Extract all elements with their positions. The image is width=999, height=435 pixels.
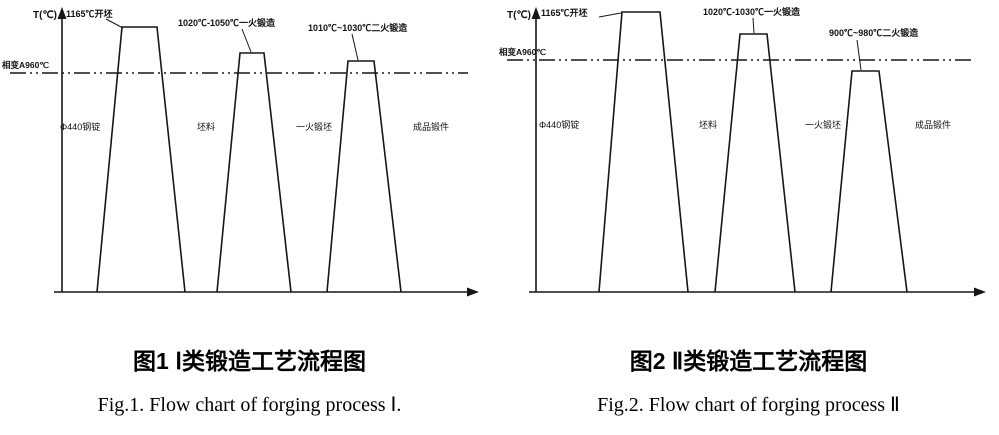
captions-zh-row: 图1 Ⅰ类锻造工艺流程图 图2 Ⅱ类锻造工艺流程图: [0, 342, 999, 376]
fig1-caption-zh: 图1 Ⅰ类锻造工艺流程图: [133, 348, 366, 374]
fig1-y-axis-arrow-icon: [57, 7, 67, 19]
fig1-stage-label-4: 成品锻件: [413, 121, 449, 132]
fig2-heating-cycle-2: [714, 33, 796, 293]
fig1-peak-annotation-3: 1010℃~1030℃二火锻造: [308, 22, 408, 33]
fig2-stage-label-1: Φ440钢锭: [539, 119, 579, 130]
figures-row: T(℃) 相变A960℃ 1165℃开坯 1020℃-1050℃一火锻造 101…: [0, 0, 998, 308]
fig1-peak-annotation-2: 1020℃-1050℃一火锻造: [178, 17, 276, 28]
fig2-stage-label-2: 坯料: [699, 119, 717, 130]
captions-en-row: Fig.1. Flow chart of forging process Ⅰ. …: [0, 392, 999, 417]
fig1-x-axis-arrow-icon: [467, 287, 479, 297]
fig2-peak-annotation-2: 1020℃-1030℃一火锻造: [703, 6, 801, 17]
fig2-x-axis-arrow-icon: [974, 287, 986, 297]
fig1-annotation-leader-2: [241, 28, 252, 53]
fig1-y-axis-label: T(℃): [33, 10, 57, 21]
fig2-stage-label-4: 成品锻件: [915, 119, 951, 130]
fig2-heating-cycle-3: [830, 70, 908, 293]
fig2-caption-en: Fig.2. Flow chart of forging process Ⅱ: [597, 394, 900, 416]
fig1-stage-label-3: 一火锻坯: [296, 121, 332, 132]
fig2-y-axis-arrow-icon: [531, 7, 541, 19]
fig2-phase-line-label: 相变A960℃: [499, 47, 546, 57]
fig1-caption-en: Fig.1. Flow chart of forging process Ⅰ.: [97, 394, 402, 416]
fig2-annotation-leader-3: [856, 39, 862, 71]
figure-2: T(℃) 相变A960℃ 1165℃开坯 1020℃-1030℃一火锻造 900…: [499, 0, 998, 308]
fig2-annotation-leader-2: [752, 17, 755, 34]
fig1-annotation-leader-3: [351, 33, 359, 61]
fig2-y-axis-label: T(℃): [507, 10, 531, 21]
fig2-annotation-leader-1: [598, 12, 622, 18]
fig1-annotation-leader-1: [105, 18, 124, 29]
figure-1: T(℃) 相变A960℃ 1165℃开坯 1020℃-1050℃一火锻造 101…: [0, 0, 499, 308]
fig2-peak-annotation-1: 1165℃开坯: [541, 7, 588, 18]
fig2-stage-label-3: 一火锻坯: [805, 119, 841, 130]
fig2-heating-cycle-1: [598, 11, 689, 293]
fig1-heating-cycle-1: [96, 26, 186, 293]
fig1-stage-label-2: 坯料: [197, 121, 215, 132]
fig1-diagram: T(℃) 相变A960℃ 1165℃开坯 1020℃-1050℃一火锻造 101…: [2, 7, 479, 297]
fig2-peak-annotation-3: 900℃~980℃二火锻造: [829, 27, 919, 38]
fig1-heating-cycle-3: [326, 60, 402, 293]
fig1-peak-annotation-1: 1165℃开坯: [66, 8, 113, 19]
fig2-diagram: T(℃) 相变A960℃ 1165℃开坯 1020℃-1030℃一火锻造 900…: [499, 6, 986, 297]
fig2-caption-zh: 图2 Ⅱ类锻造工艺流程图: [629, 348, 868, 374]
fig1-stage-label-1: Φ440钢锭: [60, 121, 100, 132]
fig1-heating-cycle-2: [216, 52, 292, 293]
fig1-phase-line-label: 相变A960℃: [2, 60, 49, 70]
